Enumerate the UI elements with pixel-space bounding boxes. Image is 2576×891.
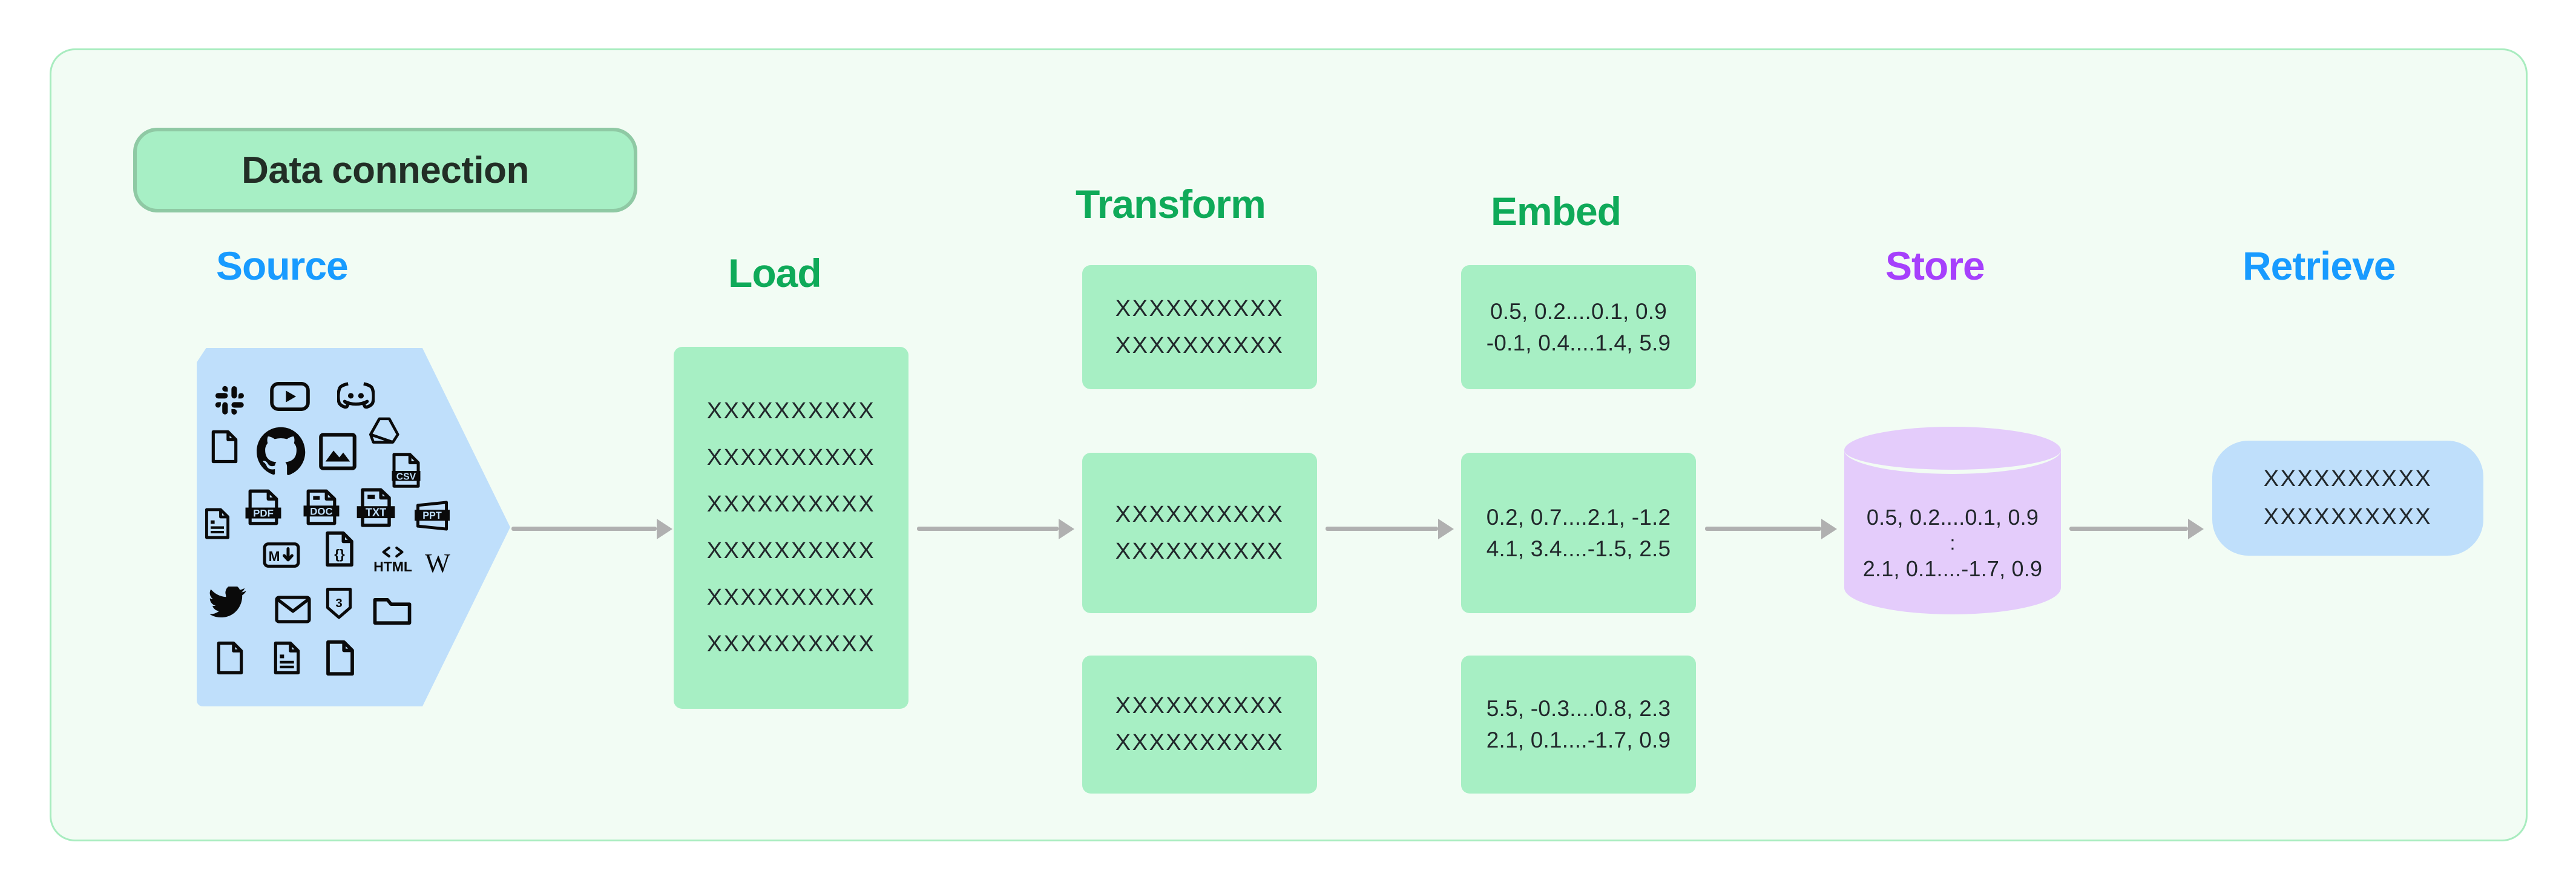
- file-icon: [214, 640, 246, 676]
- github-icon: [255, 426, 307, 478]
- embed-vector-box: 0.5, 0.2....0.1, 0.9 -0.1, 0.4....1.4, 5…: [1461, 265, 1696, 389]
- stage-label-load: Load: [728, 251, 822, 295]
- slack-icon: [212, 383, 248, 418]
- data-connection-panel: Data connection Source Load Transform Em…: [50, 48, 2528, 841]
- stage-label-retrieve: Retrieve: [2242, 243, 2396, 288]
- arrow-shaft: [511, 527, 657, 531]
- discord-icon: [336, 378, 376, 412]
- file-icon: [208, 428, 242, 465]
- transform-chunk-box: XXXXXXXXXX XXXXXXXXXX: [1082, 656, 1317, 794]
- svg-text:TXT: TXT: [366, 506, 386, 518]
- transform-chunk-box: XXXXXXXXXX XXXXXXXXXX: [1082, 265, 1317, 389]
- embed-line: -0.1, 0.4....1.4, 5.9: [1486, 330, 1671, 355]
- store-line: 2.1, 0.1....-1.7, 0.9: [1862, 556, 2043, 581]
- flow-arrow-store-to-retrieve: [2069, 512, 2204, 545]
- data-connection-badge: Data connection: [133, 128, 637, 212]
- load-line: XXXXXXXXXX: [706, 492, 876, 517]
- arrow-head: [1059, 519, 1074, 539]
- flow-arrow-source-to-load: [511, 512, 672, 545]
- embed-line: 0.5, 0.2....0.1, 0.9: [1490, 298, 1667, 324]
- transform-chunk-box: XXXXXXXXXX XXXXXXXXXX: [1082, 453, 1317, 613]
- source-icon-grid: CSV PD: [197, 348, 510, 706]
- image-icon: [318, 432, 358, 472]
- retrieve-line: XXXXXXXXXX: [2263, 504, 2433, 530]
- load-line: XXXXXXXXXX: [706, 445, 876, 470]
- embed-vector-box: 5.5, -0.3....0.8, 2.3 2.1, 0.1....-1.7, …: [1461, 656, 1696, 794]
- svg-text:PPT: PPT: [422, 510, 442, 521]
- html-icon: HTML: [371, 542, 415, 577]
- load-line: XXXXXXXXXX: [706, 585, 876, 610]
- svg-text:3: 3: [335, 596, 342, 610]
- arrow-shaft: [1705, 527, 1821, 531]
- document-lines-icon: [271, 640, 303, 676]
- flow-arrow-load-to-transform: [917, 512, 1074, 545]
- doc-file-icon: DOC: [300, 488, 343, 526]
- pdf-file-icon: PDF: [242, 488, 285, 526]
- embed-line: 5.5, -0.3....0.8, 2.3: [1486, 696, 1671, 721]
- transform-line: XXXXXXXXXX: [1115, 538, 1284, 564]
- stage-label-embed: Embed: [1491, 189, 1622, 234]
- stage-label-store: Store: [1885, 243, 1985, 288]
- vector-store-cylinder: 0.5, 0.2....0.1, 0.9 : 2.1, 0.1....-1.7,…: [1844, 427, 2061, 626]
- transform-line: XXXXXXXXXX: [1115, 693, 1284, 718]
- transform-line: XXXXXXXXXX: [1115, 332, 1284, 358]
- arrow-head: [1821, 519, 1837, 539]
- load-line: XXXXXXXXXX: [706, 398, 876, 424]
- ppt-file-icon: PPT: [412, 499, 452, 533]
- twitter-icon: [209, 585, 248, 619]
- youtube-icon: [268, 380, 312, 413]
- arrow-head: [1438, 519, 1454, 539]
- flow-arrow-transform-to-embed: [1326, 512, 1454, 545]
- retrieve-line: XXXXXXXXXX: [2263, 466, 2433, 492]
- cylinder-body: [1844, 450, 2061, 614]
- email-icon: [274, 595, 312, 624]
- arrow-shaft: [2069, 527, 2188, 531]
- transform-line: XXXXXXXXXX: [1115, 295, 1284, 321]
- store-vector-text: 0.5, 0.2....0.1, 0.9 : 2.1, 0.1....-1.7,…: [1844, 503, 2061, 584]
- txt-file-icon: TXT: [353, 487, 399, 528]
- markdown-icon: M: [262, 541, 301, 570]
- embed-line: 0.2, 0.7....2.1, -1.2: [1486, 504, 1671, 530]
- transform-line: XXXXXXXXXX: [1115, 501, 1284, 527]
- document-lines-icon: [203, 507, 232, 541]
- load-line: XXXXXXXXXX: [706, 631, 876, 657]
- google-drive-icon: [369, 416, 400, 445]
- load-line: XXXXXXXXXX: [706, 538, 876, 564]
- csv-file-icon: CSV: [389, 451, 423, 490]
- store-line: 0.5, 0.2....0.1, 0.9: [1866, 505, 2039, 530]
- svg-text:DOC: DOC: [310, 505, 333, 517]
- svg-text:CSV: CSV: [396, 472, 416, 482]
- stage-label-source: Source: [216, 243, 349, 288]
- source-shape: CSV PD: [197, 348, 510, 706]
- folder-icon: [372, 594, 412, 626]
- json-code-file-icon: {}: [323, 530, 356, 568]
- transform-line: XXXXXXXXXX: [1115, 730, 1284, 755]
- embed-line: 2.1, 0.1....-1.7, 0.9: [1486, 728, 1671, 752]
- stage-label-transform: Transform: [1076, 182, 1266, 226]
- file-icon: [323, 639, 358, 677]
- arrow-shaft: [917, 527, 1059, 531]
- load-document-box: XXXXXXXXXX XXXXXXXXXX XXXXXXXXXX XXXXXXX…: [674, 347, 908, 709]
- retrieve-result-box: XXXXXXXXXX XXXXXXXXXX: [2212, 441, 2483, 556]
- cylinder-top-ellipse: [1844, 427, 2061, 474]
- svg-text:M: M: [269, 548, 280, 564]
- arrow-head: [657, 519, 672, 539]
- svg-text:PDF: PDF: [253, 508, 274, 519]
- arrow-head: [2188, 519, 2204, 539]
- wikipedia-icon: W: [425, 548, 450, 578]
- embed-vector-box: 0.2, 0.7....2.1, -1.2 4.1, 3.4....-1.5, …: [1461, 453, 1696, 613]
- arrow-shaft: [1326, 527, 1438, 531]
- css3-icon: 3: [324, 587, 354, 620]
- svg-text:{}: {}: [334, 547, 345, 562]
- badge-label: Data connection: [242, 149, 529, 191]
- flow-arrow-embed-to-store: [1705, 512, 1837, 545]
- store-line: :: [1950, 532, 1956, 554]
- embed-line: 4.1, 3.4....-1.5, 2.5: [1486, 536, 1671, 561]
